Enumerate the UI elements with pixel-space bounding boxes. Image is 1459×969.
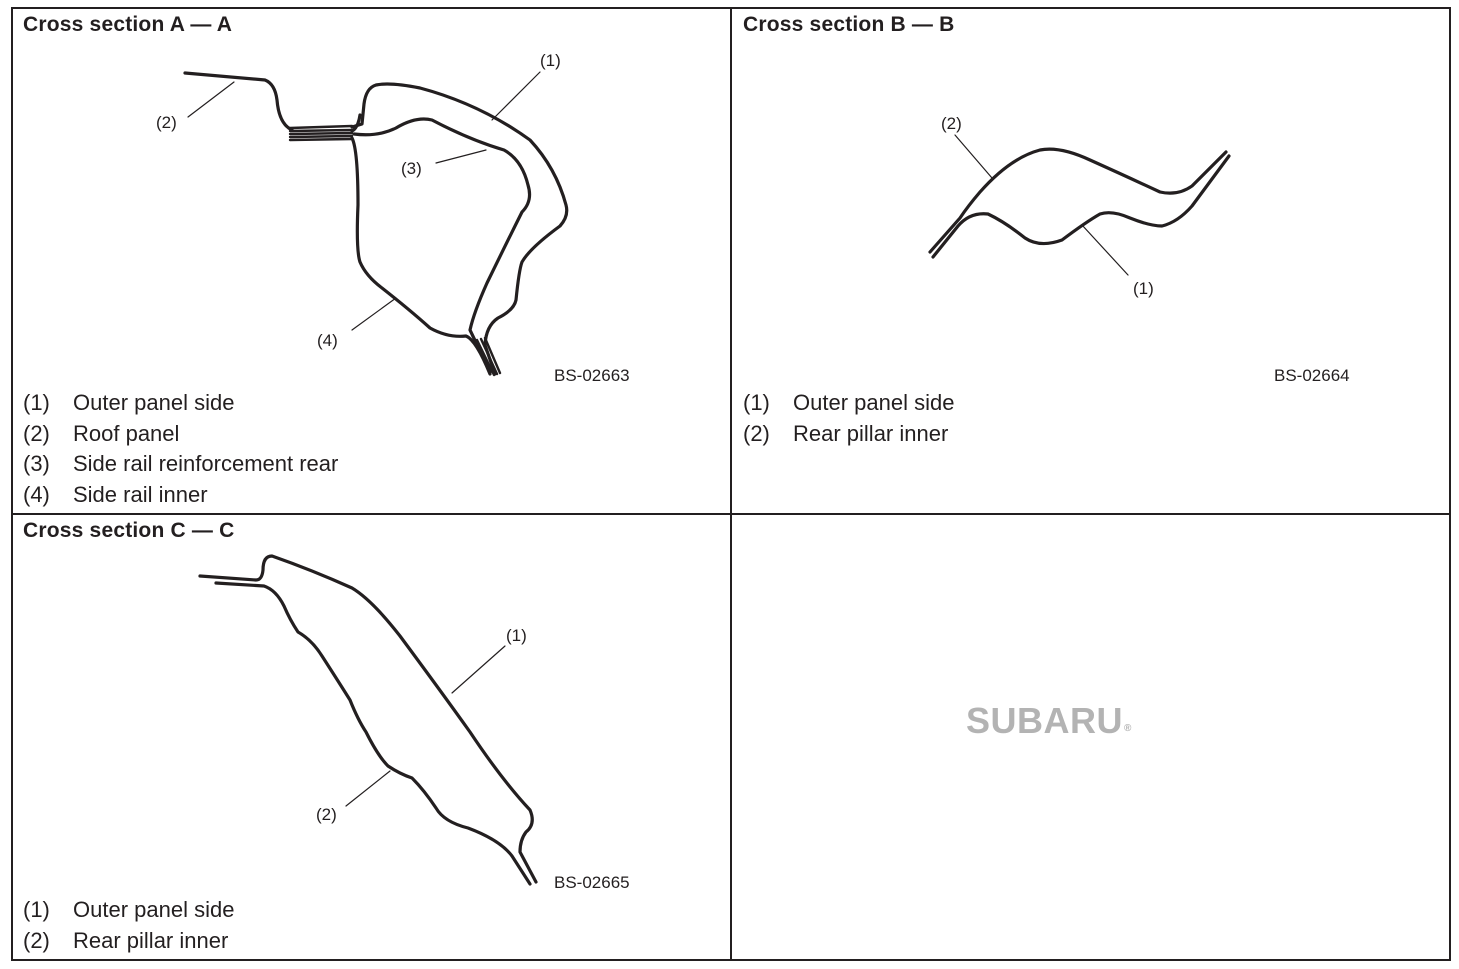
panel-a-title: Cross section A — A (23, 13, 233, 36)
legend-num: (2) (23, 420, 50, 446)
legend-text: Rear pillar inner (73, 927, 229, 953)
callout-b-1: (1) (1133, 279, 1154, 298)
legend-row: (1) Outer panel side (23, 895, 234, 926)
legend-num: (3) (23, 451, 50, 476)
legend-text: Side rail inner (73, 481, 208, 507)
legend-num: (2) (743, 420, 770, 446)
section-b-leaders (954, 134, 1129, 276)
legend-text: Roof panel (73, 420, 180, 446)
legend-num: (1) (23, 390, 50, 415)
subaru-logo: SUBARU® (966, 700, 1132, 742)
section-a-drawing (183, 71, 569, 377)
horizontal-divider (11, 513, 1451, 515)
callout-b-2: (2) (941, 114, 962, 133)
legend-num: (1) (23, 897, 50, 922)
callout-c-2: (2) (316, 805, 337, 824)
registered-mark: ® (1124, 723, 1132, 734)
callout-a-4: (4) (317, 331, 338, 350)
legend-text: Outer panel side (793, 390, 955, 415)
logo-text: SUBARU (966, 700, 1124, 741)
legend-row: (2) Rear pillar inner (743, 419, 954, 450)
legend-text: Outer panel side (73, 897, 235, 922)
legend-num: (4) (23, 481, 50, 507)
callout-a-3: (3) (401, 159, 422, 178)
figure-code-c: BS-02665 (554, 873, 630, 892)
callout-c-1: (1) (506, 626, 527, 645)
figure-code-b: BS-02664 (1274, 366, 1350, 385)
legend-row: (1) Outer panel side (743, 388, 954, 419)
section-b-drawing (928, 147, 1231, 259)
legend-a: (1) Outer panel side (2) Roof panel (3) Sid… (23, 388, 338, 510)
figure-code-a: BS-02663 (554, 366, 630, 385)
legend-text: Outer panel side (73, 390, 235, 415)
legend-b: (1) Outer panel side (2) Rear pillar inner (743, 388, 954, 449)
section-c-drawing (198, 554, 538, 886)
panel-b-title: Cross section B — B (743, 13, 955, 36)
callout-a-1: (1) (540, 51, 561, 70)
legend-num: (2) (23, 927, 50, 953)
callout-a-2: (2) (156, 113, 177, 132)
legend-c: (1) Outer panel side (2) Rear pillar inner (23, 895, 234, 956)
legend-text: Rear pillar inner (793, 420, 949, 446)
legend-row: (4) Side rail inner (23, 480, 338, 511)
legend-num: (1) (743, 390, 770, 415)
section-a-leaders (187, 71, 541, 331)
vertical-divider (730, 7, 732, 961)
legend-row: (1) Outer panel side (23, 388, 338, 419)
section-c-leaders (345, 645, 506, 807)
legend-text: Side rail reinforcement rear (73, 451, 339, 476)
legend-row: (2) Rear pillar inner (23, 926, 234, 957)
legend-row: (3) Side rail reinforcement rear (23, 449, 338, 480)
legend-row: (2) Roof panel (23, 419, 338, 450)
panel-c-title: Cross section C — C (23, 519, 235, 542)
